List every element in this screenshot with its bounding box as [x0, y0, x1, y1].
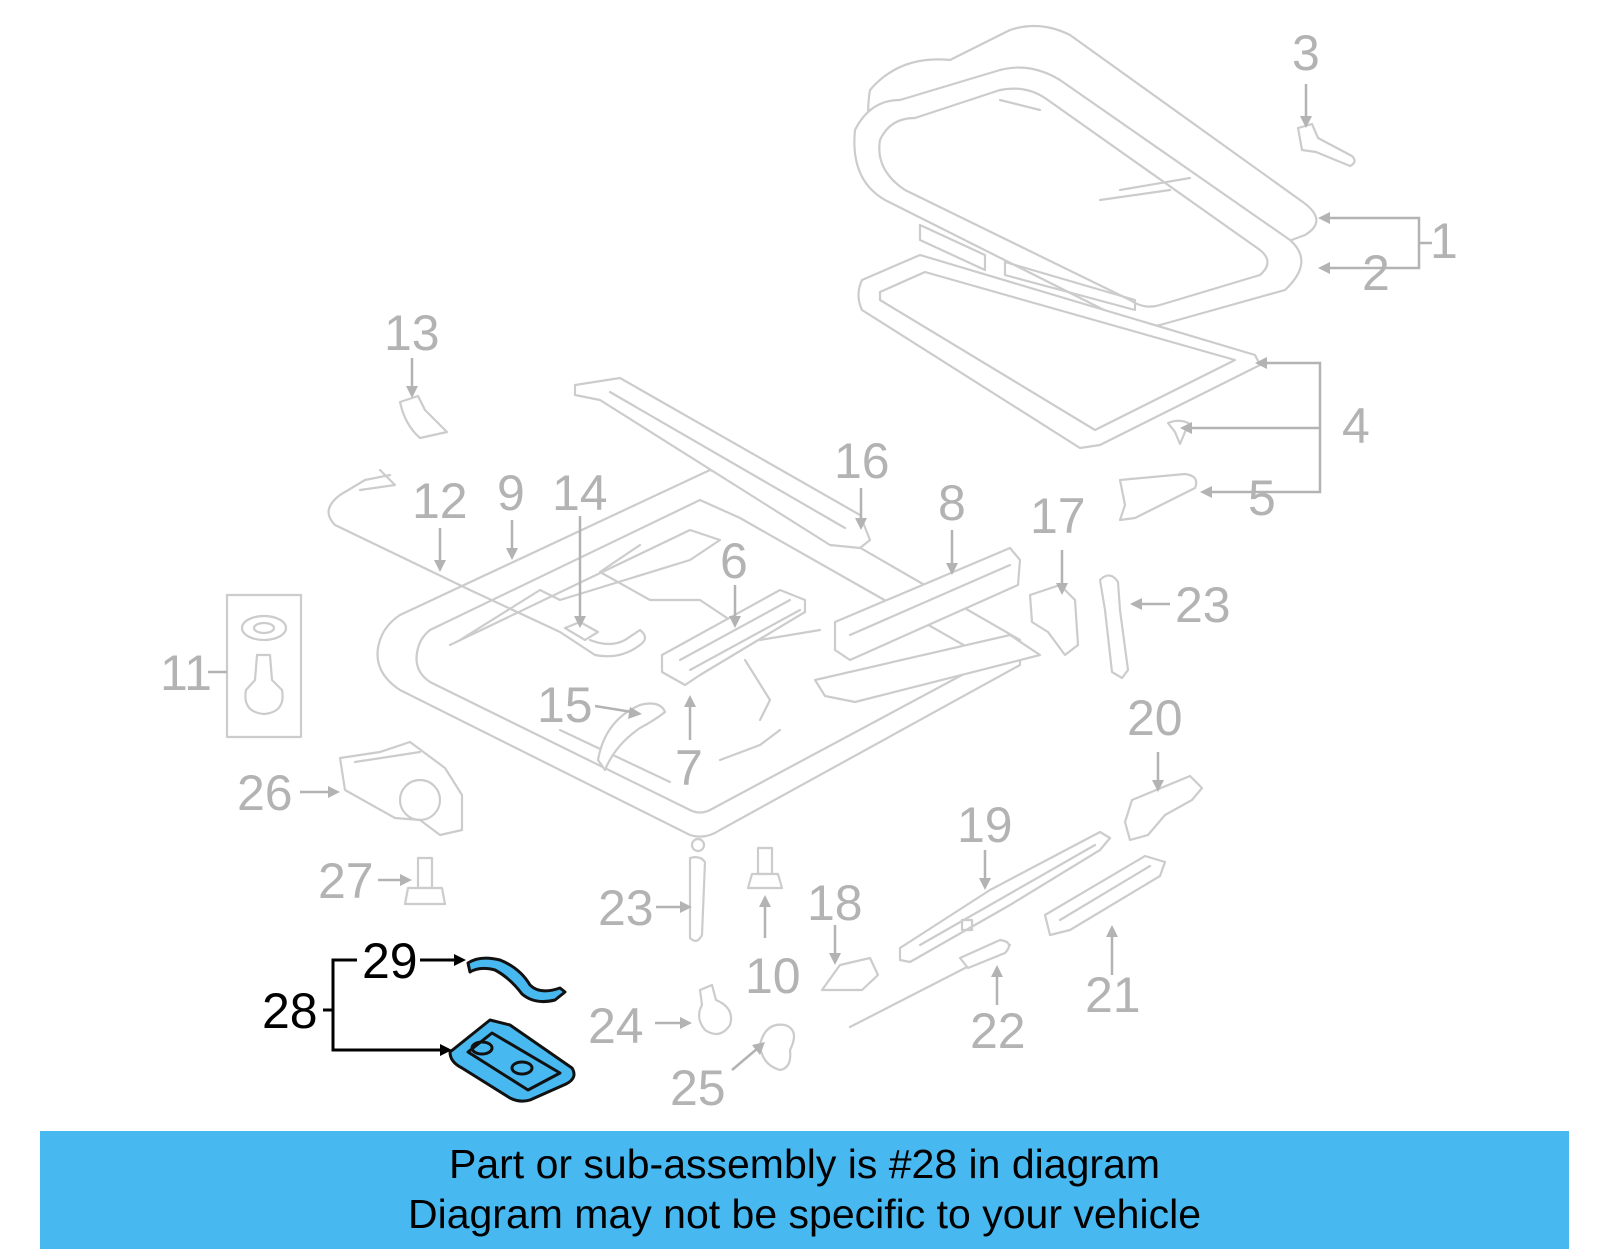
callout-2: 2: [1362, 245, 1390, 301]
part-29-seal[interactable]: [466, 956, 567, 1003]
callout-10: 10: [745, 948, 801, 1004]
part-23-drain-hose-lower: [688, 837, 707, 942]
callout-23-lower: 23: [598, 880, 654, 936]
info-banner: Part or sub-assembly is #28 in diagram D…: [40, 1131, 1569, 1249]
banner-line-1: Part or sub-assembly is #28 in diagram: [449, 1141, 1160, 1187]
banner-line-2: Diagram may not be specific to your vehi…: [407, 1191, 1201, 1237]
callout-21: 21: [1085, 967, 1141, 1023]
part-28-bracket[interactable]: [448, 1018, 576, 1103]
callout-29: 29: [362, 933, 418, 989]
callout-20: 20: [1127, 690, 1183, 746]
callout-labels: 1 2 3 4 5 6 7 8 9 10 11 12 13 14 15 16 1…: [160, 25, 1458, 1116]
part-21-guide: [1043, 854, 1167, 937]
leader-lines: [208, 84, 1432, 1071]
callout-27: 27: [318, 853, 374, 909]
part-20-bracket: [1123, 774, 1204, 842]
callout-5: 5: [1248, 470, 1276, 526]
callout-6: 6: [720, 533, 748, 589]
part-10-bolt: [746, 846, 784, 890]
callout-16: 16: [834, 433, 890, 489]
part-1-glass-panel: [853, 24, 1318, 328]
part-23-drain-hose-upper: [1098, 574, 1130, 680]
callout-19: 19: [957, 797, 1013, 853]
part-15-handle: [596, 702, 667, 772]
part-25-ring: [758, 1023, 796, 1072]
part-27-bolt: [403, 856, 447, 906]
part-8-side-rail: [813, 546, 1042, 704]
callout-23-upper: 23: [1175, 577, 1231, 633]
callout-28: 28: [262, 983, 318, 1039]
callout-13: 13: [384, 305, 440, 361]
part-3-screw: [1296, 122, 1356, 168]
part-26-motor: [338, 740, 464, 837]
callout-7: 7: [675, 740, 703, 796]
part-11-clip: [225, 593, 303, 739]
part-22-rod: [848, 938, 1012, 1029]
callout-26: 26: [237, 765, 293, 821]
callout-25: 25: [670, 1060, 726, 1116]
callout-17: 17: [1030, 488, 1086, 544]
part-6-rail: [660, 588, 807, 687]
part-16-front-rail: [573, 376, 872, 550]
callout-3: 3: [1292, 25, 1320, 81]
part-13-clip: [398, 394, 449, 440]
callout-14: 14: [552, 465, 608, 521]
callout-11: 11: [160, 645, 212, 701]
callout-24: 24: [588, 998, 644, 1054]
callout-9: 9: [497, 465, 525, 521]
callout-12: 12: [412, 473, 468, 529]
callout-4: 4: [1342, 398, 1370, 454]
callout-15: 15: [537, 677, 593, 733]
part-12-cable: [327, 468, 647, 658]
part-14-block: [563, 620, 600, 642]
callout-8: 8: [938, 475, 966, 531]
part-17-bracket: [1028, 583, 1080, 657]
callout-1: 1: [1430, 213, 1458, 269]
leader-lines-highlight: [323, 954, 466, 1056]
callout-22: 22: [970, 1003, 1026, 1059]
part-18-bracket: [820, 956, 880, 992]
part-24-grommet: [698, 983, 733, 1036]
callout-18: 18: [807, 875, 863, 931]
part-19-long-bracket: [898, 830, 1112, 964]
part-5-bracket: [1118, 472, 1198, 522]
